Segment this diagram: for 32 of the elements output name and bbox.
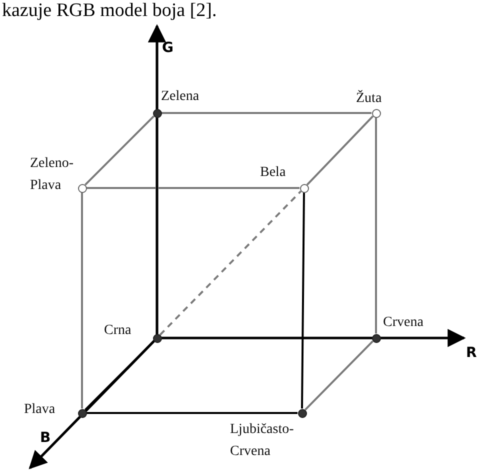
point-label: Zelena xyxy=(161,88,200,106)
cube-edge xyxy=(84,116,154,186)
cube-edge xyxy=(156,118,158,334)
corner-point xyxy=(152,108,162,118)
cube-edge xyxy=(81,192,83,408)
point-label: Zeleno-Plava xyxy=(30,155,75,195)
point-label: Crvena xyxy=(383,314,424,332)
corner-point xyxy=(300,184,308,192)
cube-edge xyxy=(162,112,372,114)
axis-label: B xyxy=(40,430,51,446)
corner-point xyxy=(372,334,380,342)
cube-edge xyxy=(301,192,305,408)
corner-point xyxy=(298,408,306,418)
corner-point xyxy=(372,108,380,118)
axis-label: G xyxy=(162,40,174,56)
cube-edge xyxy=(86,187,300,189)
text-fragment: kazuje RGB model boja [2]. xyxy=(2,0,217,22)
cube-edge xyxy=(306,116,374,186)
point-label: Crna xyxy=(104,322,132,340)
corner-point xyxy=(78,184,86,192)
point-label: Ljubičasto-Crvena xyxy=(230,421,295,461)
dashed-diagonal xyxy=(159,190,302,336)
cube-edge xyxy=(304,340,374,410)
cube-edge xyxy=(375,118,377,334)
point-label: Bela xyxy=(260,164,286,182)
corner-point xyxy=(78,408,86,418)
cube-edge xyxy=(84,340,154,410)
point-label: Žuta xyxy=(356,89,382,108)
point-label: Plava xyxy=(24,401,56,419)
axis-label: R xyxy=(466,345,477,361)
cube-edge xyxy=(86,412,298,414)
cube-edge xyxy=(162,337,372,339)
